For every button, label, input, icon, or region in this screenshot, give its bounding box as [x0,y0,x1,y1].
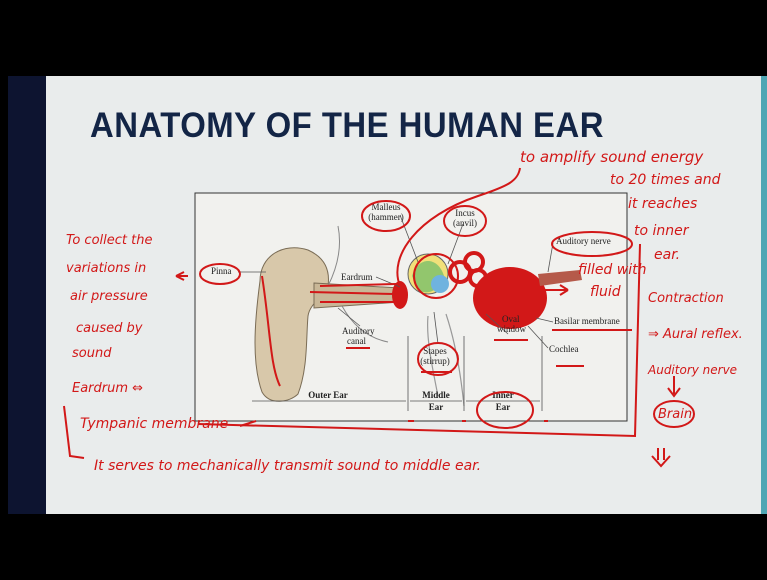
label-basilar-membrane: Basilar membrane [554,316,620,326]
note-tympanic: Tympanic membrane [80,416,228,432]
note-brain: Brain [658,407,692,422]
note-auditory-nerve: Auditory nerve [647,363,737,377]
label-incus: Incus [455,208,475,218]
note-collect-5: sound [72,346,112,361]
label-middle-ear-2: Ear [429,402,444,412]
label-oval-window-2: window [497,324,527,334]
lecture-slide: ANATOMY OF THE HUMAN EAR [8,76,767,514]
label-auditory-canal-2: canal [347,336,366,346]
note-collect-3: air pressure [70,289,148,304]
note-amplify-2: to 20 times and [610,172,721,188]
label-stapes: Stapes [423,346,447,356]
incus-shape [431,275,449,293]
label-pinna: Pinna [211,266,232,276]
note-amplify-3: it reaches [628,196,697,212]
note-aural-reflex: ⇒ Aural reflex. [648,327,743,342]
label-auditory-nerve: Auditory nerve [556,236,611,246]
label-incus-sub: (anvil) [453,218,477,228]
note-filled-2: fluid [590,284,621,300]
note-amplify-5: ear. [654,247,680,263]
label-inner-ear-2: Ear [496,402,511,412]
label-eardrum: Eardrum [341,272,373,282]
note-eardrum-equiv: Eardrum ⇔ [72,381,143,396]
note-contraction: Contraction [648,291,724,306]
note-amplify-4: to inner [634,223,690,239]
note-collect-2: variations in [66,261,146,276]
label-malleus-sub: (hammer) [368,212,403,222]
note-amplify-1: to amplify sound energy [520,148,704,166]
ear-diagram: Malleus (hammer) Incus (anvil) Auditory … [8,76,767,514]
label-auditory-canal-1: Auditory [342,326,375,336]
label-stapes-sub: (stirrup) [420,356,450,366]
note-collect-1: To collect the [66,233,152,248]
label-cochlea: Cochlea [549,344,579,354]
note-transmit: It serves to mechanically transmit sound… [94,458,481,474]
label-oval-window-1: Oval [502,314,520,324]
note-collect-4: caused by [76,321,143,336]
label-outer-ear: Outer Ear [308,390,348,400]
label-middle-ear-1: Middle [422,390,450,400]
note-filled-1: filled with [578,262,646,278]
